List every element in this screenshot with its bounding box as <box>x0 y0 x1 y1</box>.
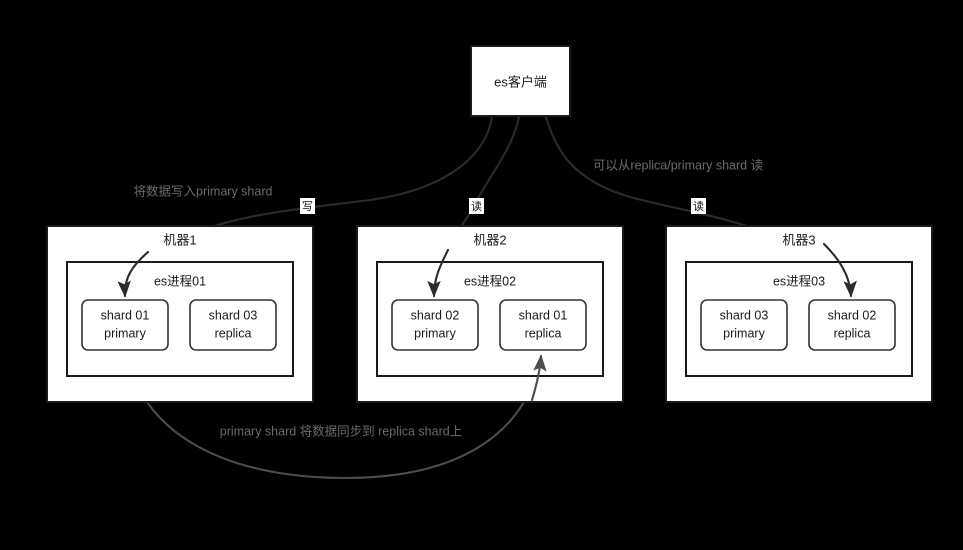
machine-2-shard-0-box <box>391 299 479 351</box>
machine-1-shard-0[interactable]: shard 01 primary <box>81 299 169 351</box>
edge-read-machine2-arrowtip <box>427 248 450 298</box>
machine-2-process-label: es进程02 <box>464 273 516 288</box>
machine-2[interactable]: 机器2 es进程02 shard 02 primary shard 01 rep… <box>356 225 624 403</box>
machine-2-shard-1-name: shard 01 <box>519 308 568 322</box>
machine-1-shard-1-name: shard 03 <box>209 308 258 322</box>
machine-3-shard-1-role: replica <box>834 326 871 340</box>
machine-1-shard-0-role: primary <box>104 326 146 340</box>
client-label: es客户端 <box>494 74 547 89</box>
machine-3-shard-0[interactable]: shard 03 primary <box>700 299 788 351</box>
edge-label-read-1-bg <box>469 198 484 214</box>
machine-3-shard-1[interactable]: shard 02 replica <box>808 299 896 351</box>
machine-2-shard-0[interactable]: shard 02 primary <box>391 299 479 351</box>
edge-read-machine3-arrowtip <box>822 242 857 298</box>
machine-3-shard-0-box <box>700 299 788 351</box>
machine-2-label: 机器2 <box>473 232 506 247</box>
edge-write-arrowtip <box>117 250 150 298</box>
machine-2-shard-0-name: shard 02 <box>411 308 460 322</box>
machine-2-shard-1-role: replica <box>525 326 562 340</box>
edge-label-read-2-text: 读 <box>693 199 704 213</box>
machine-1-shard-0-name: shard 01 <box>101 308 150 322</box>
annotation-write: 将数据写入primary shard <box>134 183 273 198</box>
edge-label-read-2-bg <box>691 198 706 214</box>
edge-label-read-1: 读 <box>469 198 484 214</box>
client-node[interactable]: es客户端 <box>470 45 571 117</box>
machine-3-shard-1-name: shard 02 <box>828 308 877 322</box>
machine-3-shard-0-name: shard 03 <box>720 308 769 322</box>
machine-1-shard-1[interactable]: shard 03 replica <box>189 299 277 351</box>
machine-3-shard-0-role: primary <box>723 326 765 340</box>
machine-3-shard-1-box <box>808 299 896 351</box>
edge-label-read-2: 读 <box>691 198 706 214</box>
edge-label-write: 写 <box>300 198 315 214</box>
annotation-sync: primary shard 将数据同步到 replica shard上 <box>220 423 462 438</box>
machine-1-shard-0-box <box>81 299 169 351</box>
edge-label-read-1-text: 读 <box>471 199 482 213</box>
machine-1[interactable]: 机器1 es进程01 shard 01 primary shard 03 rep… <box>46 225 314 403</box>
edge-label-write-bg <box>300 198 315 214</box>
machine-2-shard-1[interactable]: shard 01 replica <box>499 299 587 351</box>
machine-1-label: 机器1 <box>163 232 196 247</box>
edge-label-write-text: 写 <box>302 201 313 213</box>
machine-3[interactable]: 机器3 es进程03 shard 03 primary shard 02 rep… <box>665 225 933 403</box>
machine-1-shard-1-role: replica <box>215 326 252 340</box>
machine-1-shard-1-box <box>189 299 277 351</box>
edge-sync-primary-to-replica <box>125 350 544 480</box>
edge-sync-arrowtip <box>530 354 547 402</box>
annotation-read: 可以从replica/primary shard 读 <box>593 158 763 172</box>
machine-1-process-label: es进程01 <box>154 273 206 288</box>
machine-2-shard-0-role: primary <box>414 326 456 340</box>
machine-2-shard-1-box <box>499 299 587 351</box>
client-box <box>470 45 571 117</box>
machine-3-process-label: es进程03 <box>773 273 825 288</box>
machine-3-label: 机器3 <box>782 232 815 247</box>
